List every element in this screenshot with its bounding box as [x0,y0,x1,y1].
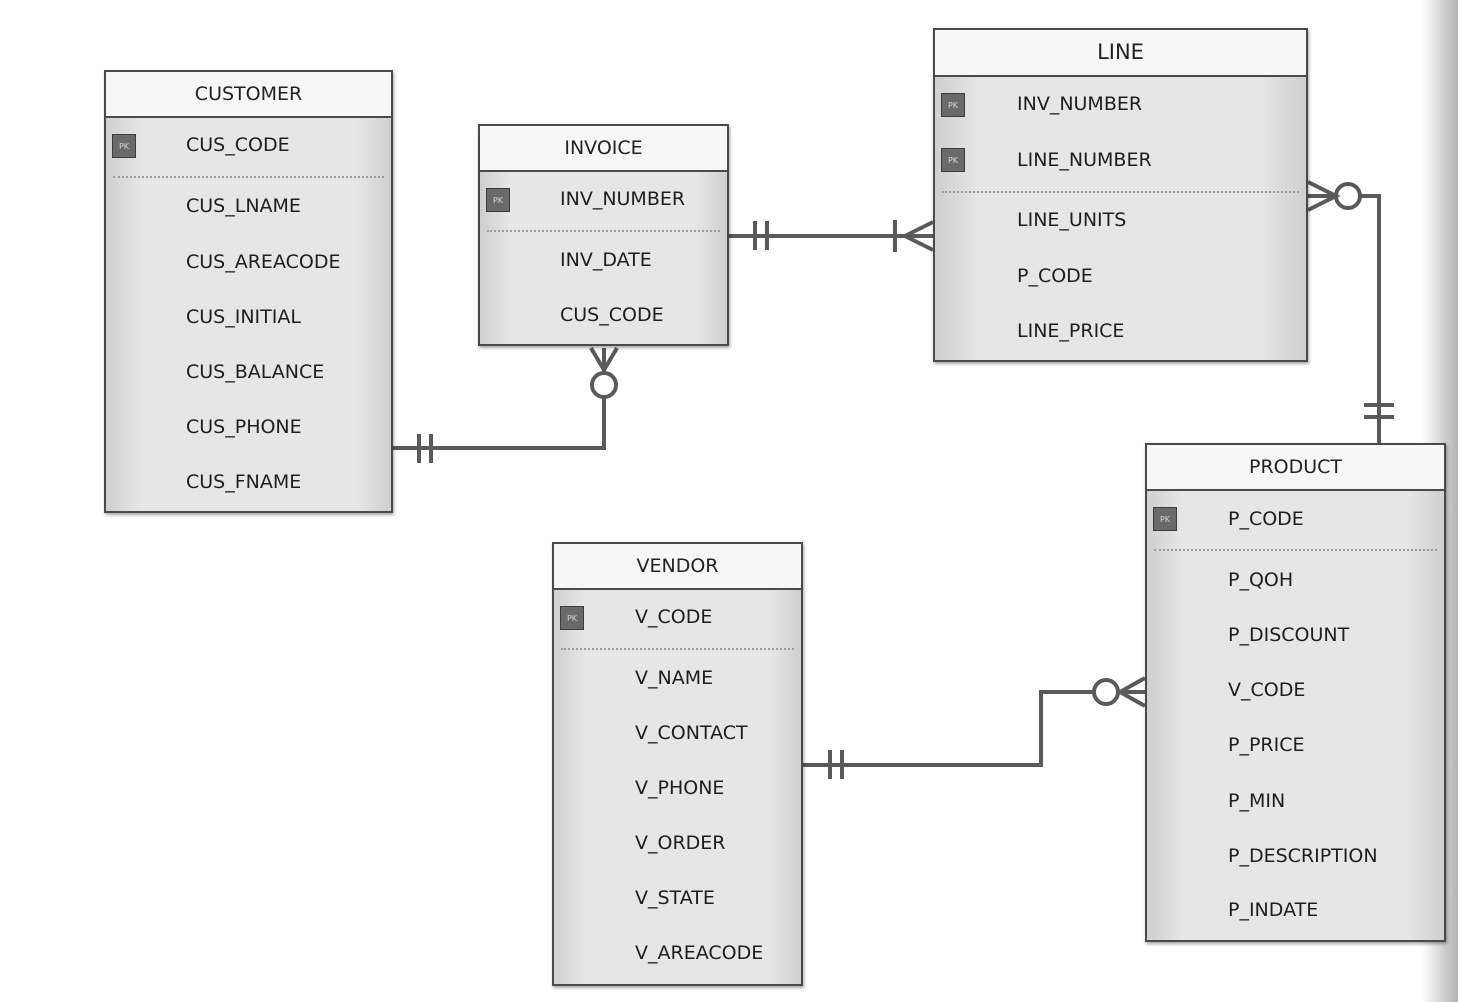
relationship-customer-invoice[interactable] [393,346,619,463]
attribute: LINE_UNITS [1017,209,1127,231]
attribute: CUS_AREACODE [186,251,341,273]
primary-key-badge: PK [560,606,584,630]
primary-key-badge: PK [941,93,965,117]
entity-invoice[interactable]: INVOICE PK INV_NUMBER INV_DATE CUS_CODE [478,124,729,346]
primary-key-badge: PK [941,148,965,172]
attribute: P_CODE [1228,508,1304,530]
attribute: V_CODE [1228,679,1306,701]
entity-product[interactable]: PRODUCT PK P_CODE P_QOH P_DISCOUNT V_COD… [1145,443,1446,942]
entity-title: CUSTOMER [106,72,391,118]
relationship-invoice-line[interactable] [729,220,934,252]
attribute: P_DISCOUNT [1228,624,1350,646]
attribute: V_ORDER [635,832,726,854]
key-separator [487,230,720,232]
attribute: CUS_LNAME [186,195,301,217]
attribute: P_CODE [1017,265,1093,287]
entity-title: LINE [935,30,1306,77]
attribute: V_CONTACT [635,722,748,744]
key-separator [113,176,384,178]
entity-vendor[interactable]: VENDOR PK V_CODE V_NAME V_CONTACT V_PHON… [552,542,803,986]
relationship-vendor-product[interactable] [803,676,1146,779]
attribute: CUS_CODE [186,134,290,156]
entity-title: PRODUCT [1147,445,1444,491]
key-separator [1154,549,1437,551]
attribute: P_INDATE [1228,899,1319,921]
entity-line[interactable]: LINE PK INV_NUMBER PK LINE_NUMBER LINE_U… [933,28,1308,362]
entity-title: VENDOR [554,544,801,590]
key-separator [561,648,794,650]
attribute: CUS_PHONE [186,416,302,438]
attribute: LINE_PRICE [1017,320,1125,342]
attribute: V_STATE [635,887,715,909]
attribute: V_AREACODE [635,942,764,964]
attribute: V_PHONE [635,777,725,799]
attribute: P_PRICE [1228,734,1305,756]
attribute: CUS_INITIAL [186,306,301,328]
attribute: CUS_CODE [560,304,664,326]
attribute: P_QOH [1228,569,1294,591]
attribute: P_DESCRIPTION [1228,845,1378,867]
entity-title: INVOICE [480,126,727,172]
attribute: INV_NUMBER [1017,93,1143,115]
attribute: INV_NUMBER [560,188,686,210]
attribute: CUS_FNAME [186,471,302,493]
primary-key-badge: PK [112,134,136,158]
entity-customer[interactable]: CUSTOMER PK CUS_CODE CUS_LNAME CUS_AREAC… [104,70,393,513]
key-separator [942,191,1299,193]
relationship-product-line[interactable] [1307,180,1394,444]
attribute: P_MIN [1228,790,1286,812]
attribute: CUS_BALANCE [186,361,325,383]
attribute: V_NAME [635,667,714,689]
primary-key-badge: PK [486,188,510,212]
attribute: LINE_NUMBER [1017,149,1152,171]
attribute: INV_DATE [560,249,652,271]
attribute: V_CODE [635,606,713,628]
primary-key-badge: PK [1153,507,1177,531]
